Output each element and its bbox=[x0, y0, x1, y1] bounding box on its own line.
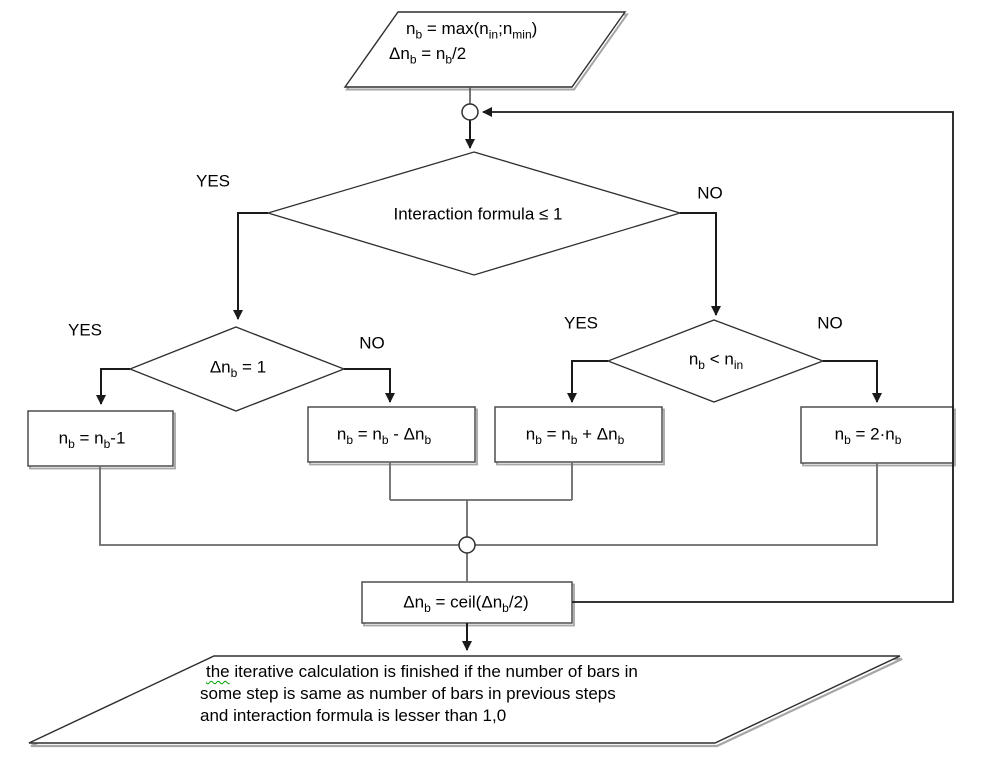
increment-delta-box-label: nb = nb + Δnb bbox=[525, 424, 625, 447]
final-text: the iterative calculation is finished if… bbox=[200, 661, 638, 727]
final-text-line1: the iterative calculation is finished if… bbox=[206, 662, 638, 681]
nb-decision-label: nb < nin bbox=[688, 349, 744, 372]
start-text-line1: nb = max(nin;nmin) bbox=[406, 19, 538, 42]
delta-decision-no-label: NO bbox=[359, 333, 385, 353]
nb-decision-diamond bbox=[606, 319, 825, 403]
connector-box1-to-merge bbox=[99, 466, 459, 546]
arrow-main-no bbox=[680, 212, 721, 316]
start-text: nb = max(nin;nmin) Δnb = nb/2 bbox=[389, 16, 537, 66]
spellchecked-word: the bbox=[206, 662, 230, 681]
final-parallelogram bbox=[28, 655, 901, 744]
increment-delta-box bbox=[494, 406, 663, 463]
connector-box4-to-merge bbox=[475, 463, 878, 546]
main-decision-no-label: NO bbox=[697, 183, 723, 203]
decrement-one-box-label: nb = nb-1 bbox=[58, 428, 126, 451]
nb-decision-yes-label: YES bbox=[563, 313, 599, 333]
merge-junction-circle bbox=[458, 536, 476, 554]
decrement-delta-box bbox=[307, 406, 476, 463]
delta-decision-yes-label: YES bbox=[67, 320, 103, 340]
loop-junction-circle bbox=[461, 103, 479, 121]
start-parallelogram bbox=[343, 11, 627, 88]
double-box-label: nb = 2·nb bbox=[834, 424, 902, 447]
main-decision-label: Interaction formula ≤ 1 bbox=[393, 204, 563, 224]
feedback-loop-line bbox=[482, 107, 954, 603]
arrow-delta-no bbox=[344, 368, 395, 403]
final-text-line2: some step is same as number of bars in p… bbox=[200, 684, 616, 703]
double-box bbox=[800, 406, 954, 464]
arrow-nb-yes bbox=[567, 360, 608, 403]
start-text-line2: Δnb = nb/2 bbox=[389, 44, 467, 67]
delta-decision-label: Δnb = 1 bbox=[209, 357, 267, 380]
delta-decision-diamond bbox=[128, 326, 346, 412]
main-decision-yes-label: YES bbox=[195, 171, 231, 191]
arrow-delta-yes bbox=[96, 368, 130, 405]
arrow-nb-no bbox=[823, 360, 882, 403]
main-decision-diamond bbox=[265, 151, 683, 276]
nb-decision-no-label: NO bbox=[817, 313, 843, 333]
halve-step-box-label: Δnb = ceil(Δnb/2) bbox=[403, 592, 529, 615]
arrow-main-yes bbox=[233, 212, 268, 320]
decrement-delta-box-label: nb = nb - Δnb bbox=[336, 424, 432, 447]
final-text-line3: and interaction formula is lesser than 1… bbox=[200, 706, 507, 725]
